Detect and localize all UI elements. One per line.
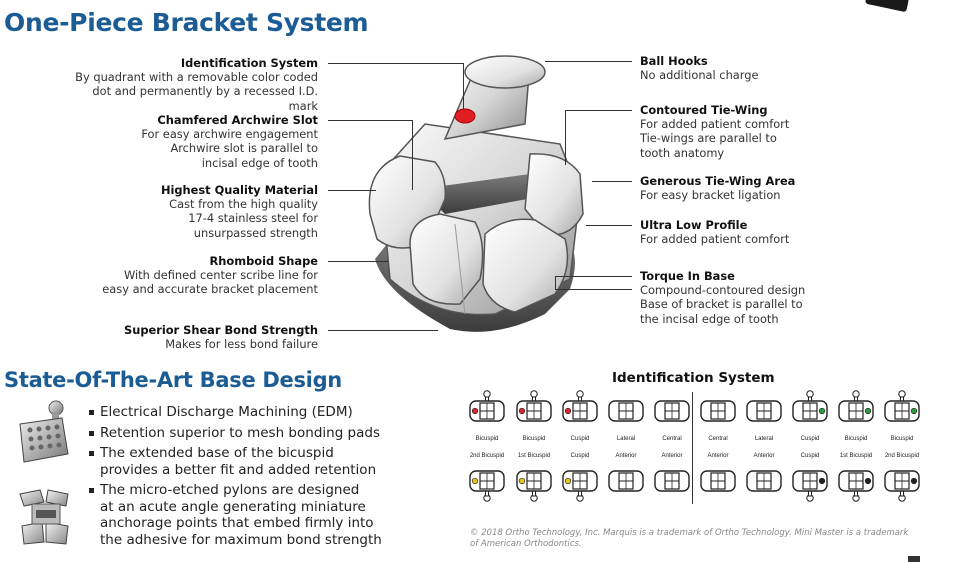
- lower-bracket-icon: [561, 462, 599, 502]
- upper-bracket-icon: [883, 390, 921, 428]
- leader-line: [328, 190, 376, 191]
- bracket-base-image: [19, 400, 69, 463]
- lower-bracket-icon: [607, 462, 645, 500]
- leader-line: [555, 289, 632, 290]
- upper-bracket-icon: [699, 390, 737, 428]
- lower-bracket-icon: [791, 462, 829, 502]
- upper-tooth-label: Central: [708, 436, 728, 442]
- upper-tooth-label: Lateral: [616, 436, 636, 442]
- feature-identification-system: Identification System By quadrant with a…: [75, 56, 318, 113]
- upper-tooth-label: Bicuspid: [522, 436, 546, 442]
- bullet-item: The extended base of the bicuspid provid…: [88, 445, 382, 478]
- leader-line: [328, 120, 412, 121]
- upper-tooth-label: Lateral: [754, 436, 774, 442]
- corner-decoration: [865, 0, 909, 13]
- feature-rhomboid-shape: Rhomboid Shape With defined center scrib…: [102, 254, 318, 297]
- upper-bracket-icon: [561, 390, 599, 428]
- page-indicator: [908, 556, 920, 562]
- bullet-item: The micro-etched pylons are designed at …: [88, 482, 382, 548]
- lower-bracket-icon: [745, 462, 783, 500]
- page-title: One-Piece Bracket System: [4, 8, 369, 37]
- leader-line: [565, 110, 566, 165]
- feature-ball-hooks: Ball Hooks No additional charge: [640, 54, 759, 83]
- micro-etched-pylons-image: [19, 489, 69, 545]
- bullet-item: Electrical Discharge Machining (EDM): [88, 404, 382, 421]
- lower-tooth-label: Anterior: [753, 453, 775, 459]
- leader-line: [412, 120, 413, 190]
- lower-tooth-label: 2nd Bicuspid: [469, 453, 505, 459]
- lower-tooth-label: Cuspid: [570, 453, 590, 459]
- feature-chamfered-archwire-slot: Chamfered Archwire Slot For easy archwir…: [141, 113, 318, 170]
- upper-bracket-icon: [837, 390, 875, 428]
- upper-bracket-icon: [468, 390, 506, 428]
- base-design-bullets: Electrical Discharge Machining (EDM) Ret…: [88, 404, 382, 552]
- leader-line: [565, 110, 632, 111]
- upper-tooth-label: Bicuspid: [890, 436, 914, 442]
- feature-highest-quality-material: Highest Quality Material Cast from the h…: [160, 183, 318, 240]
- section-title-base-design: State-Of-The-Art Base Design: [4, 368, 342, 392]
- upper-bracket-icon: [653, 390, 691, 428]
- feature-contoured-tie-wing: Contoured Tie-Wing For added patient com…: [640, 103, 790, 160]
- upper-tooth-label: Bicuspid: [844, 436, 868, 442]
- feature-torque-in-base: Torque In Base Compound-contoured design…: [640, 269, 806, 326]
- leader-line: [555, 276, 556, 289]
- upper-bracket-icon: [607, 390, 645, 428]
- leader-line: [328, 330, 438, 331]
- upper-tooth-label: Cuspid: [570, 436, 590, 442]
- upper-tooth-label: Cuspid: [800, 436, 820, 442]
- lower-tooth-label: 1st Bicuspid: [517, 453, 551, 459]
- upper-tooth-label: Central: [662, 436, 682, 442]
- upper-tooth-label: Bicuspid: [475, 436, 499, 442]
- lower-bracket-icon: [699, 462, 737, 500]
- bracket-illustration: [368, 55, 584, 332]
- lower-tooth-label: 1st Bicuspid: [839, 453, 873, 459]
- feature-superior-shear-bond-strength: Superior Shear Bond Strength Makes for l…: [124, 323, 318, 352]
- midline-divider: [692, 392, 693, 504]
- leader-line: [586, 225, 632, 226]
- leader-line: [545, 61, 632, 62]
- leader-line: [328, 63, 463, 64]
- upper-bracket-icon: [791, 390, 829, 428]
- identification-dot: [454, 108, 476, 124]
- copyright-notice: © 2018 Ortho Technology, Inc. Marquis is…: [470, 528, 909, 549]
- lower-bracket-icon: [653, 462, 691, 500]
- feature-ultra-low-profile: Ultra Low Profile For added patient comf…: [640, 218, 790, 247]
- identification-system-title: Identification System: [612, 370, 775, 386]
- lower-tooth-label: Anterior: [661, 453, 683, 459]
- upper-bracket-icon: [515, 390, 553, 428]
- leader-line: [592, 181, 632, 182]
- lower-bracket-icon: [468, 462, 506, 502]
- feature-generous-tie-wing-area: Generous Tie-Wing Area For easy bracket …: [640, 174, 796, 203]
- lower-tooth-label: Cuspid: [800, 453, 820, 459]
- lower-bracket-icon: [883, 462, 921, 502]
- lower-tooth-label: Anterior: [615, 453, 637, 459]
- bullet-item: Retention superior to mesh bonding pads: [88, 425, 382, 442]
- lower-bracket-icon: [837, 462, 875, 502]
- upper-bracket-icon: [745, 390, 783, 428]
- leader-line: [463, 63, 464, 109]
- leader-line: [555, 276, 632, 277]
- lower-tooth-label: 2nd Bicuspid: [884, 453, 920, 459]
- lower-tooth-label: Anterior: [707, 453, 729, 459]
- leader-line: [328, 261, 388, 262]
- lower-bracket-icon: [515, 462, 553, 502]
